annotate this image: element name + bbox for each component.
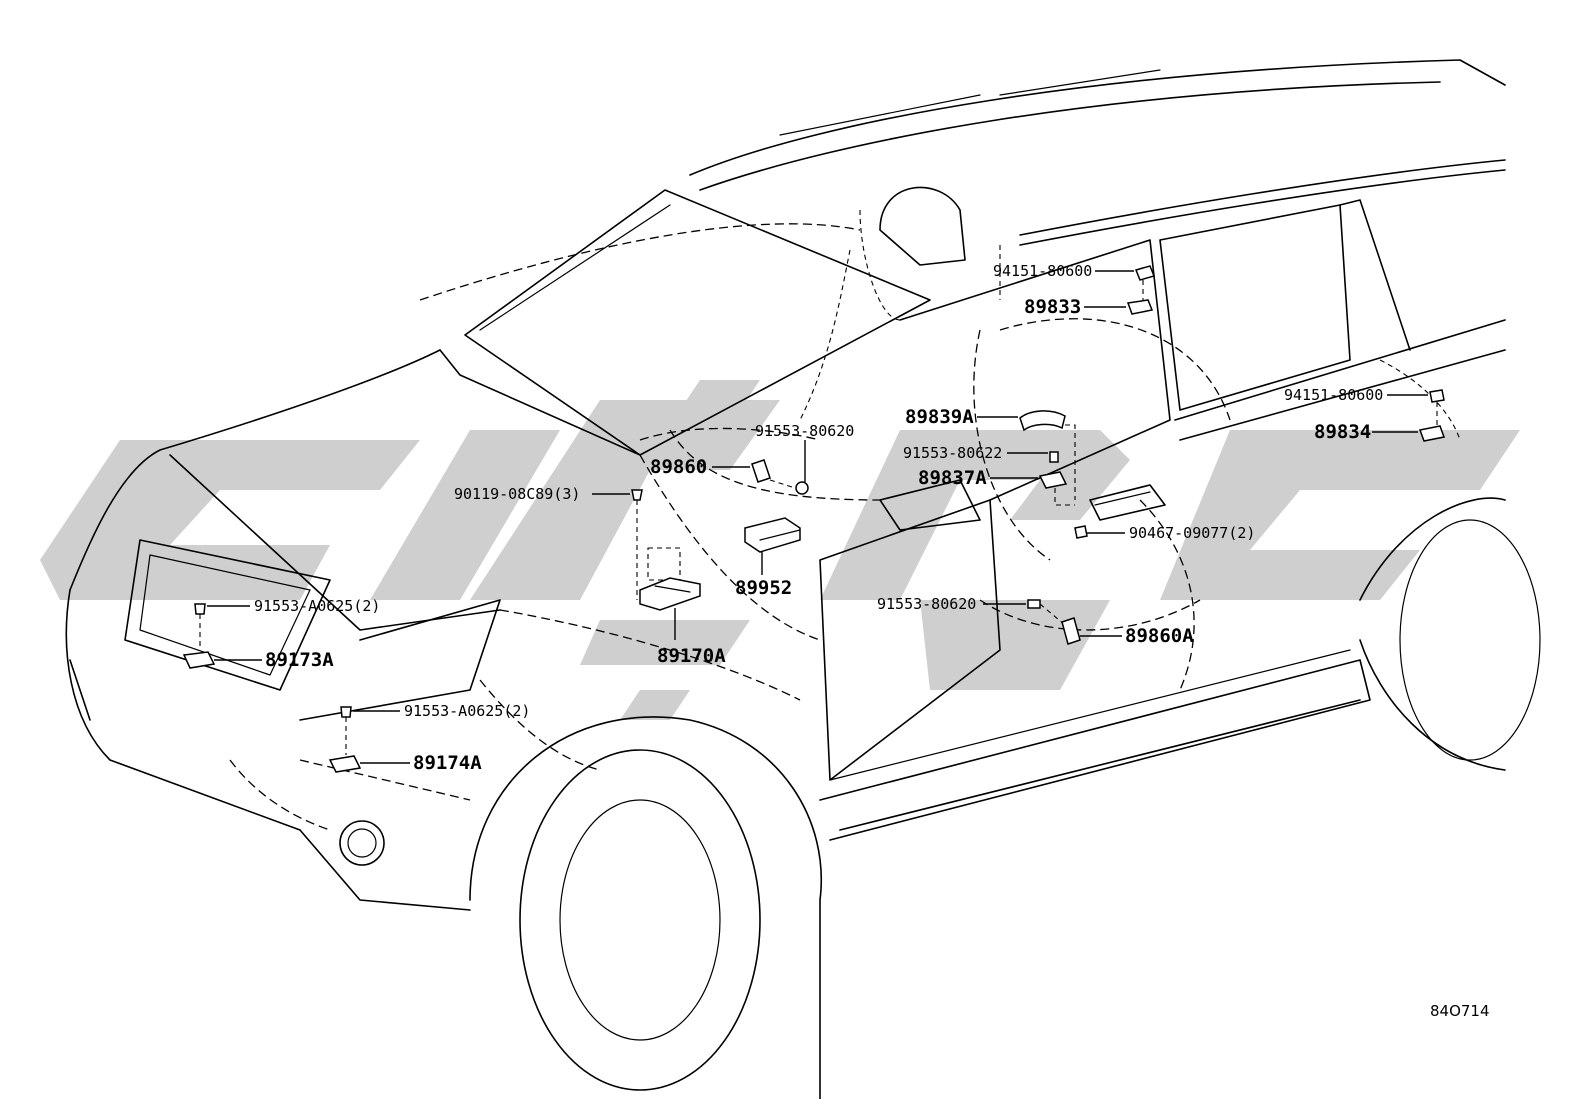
callout-89839A: 89839A — [905, 406, 974, 428]
callout-89860A: 89860A — [1125, 625, 1194, 647]
figure-code: 84O714 — [1430, 1002, 1490, 1020]
vehicle-outline — [65, 59, 1541, 1099]
callout-89860: 89860 — [650, 456, 707, 478]
callout-89170A: 89170A — [657, 645, 726, 667]
callout-89837A: 89837A — [918, 467, 987, 489]
callout-91553-80620-lower: 91553-80620 — [877, 595, 976, 613]
callout-89173A: 89173A — [265, 649, 334, 671]
callout-91553-80620-top: 91553-80620 — [755, 422, 854, 440]
leader-lines — [207, 270, 1428, 764]
callout-91553-80622: 91553-80622 — [903, 444, 1002, 462]
callout-89834: 89834 — [1314, 421, 1371, 443]
callout-labels: 94151-80600 89833 94151-80600 89834 8983… — [254, 262, 1490, 1020]
callout-91553-A0625-lower: 91553-A0625(2) — [404, 702, 530, 720]
callout-89174A: 89174A — [413, 752, 482, 774]
callout-94151-80600-right: 94151-80600 — [1284, 386, 1383, 404]
callout-90119-08C89: 90119-08C89(3) — [454, 485, 580, 503]
callout-89952: 89952 — [735, 577, 792, 599]
callout-91553-A0625-upper: 91553-A0625(2) — [254, 597, 380, 615]
parts — [182, 265, 1446, 773]
callout-89833: 89833 — [1024, 296, 1081, 318]
callout-90467-09077: 90467-09077(2) — [1129, 524, 1255, 542]
callout-94151-80600-top: 94151-80600 — [993, 262, 1092, 280]
